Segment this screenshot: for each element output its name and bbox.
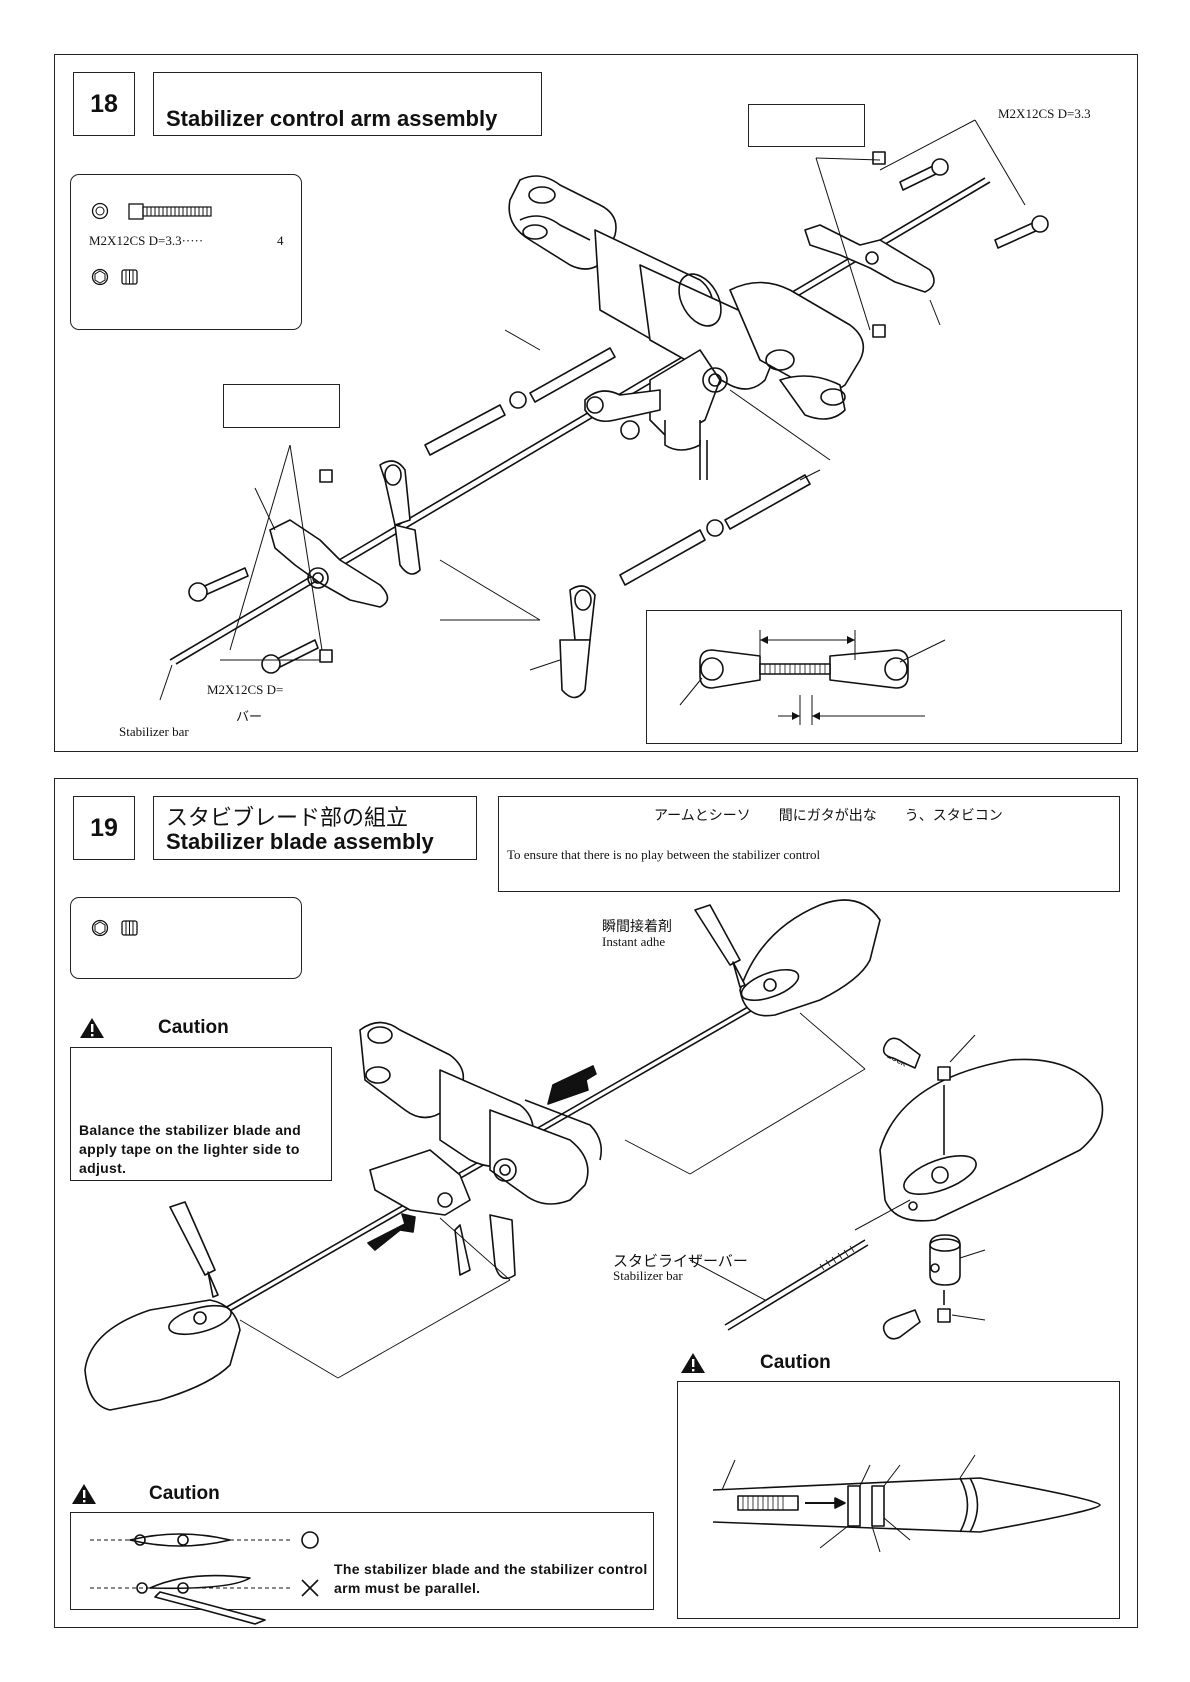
label-box-top <box>748 104 865 147</box>
glue-label-jp: 瞬間接着剤 <box>602 918 672 934</box>
warning-icon-3 <box>72 1484 96 1504</box>
callout-bar-jp: バー <box>236 709 263 724</box>
parts-screw-qty: 4 <box>277 233 284 248</box>
parallel-caution-box: The stabilizer blade and the stabilizer … <box>70 1512 654 1610</box>
caution-label-parallel: Caution <box>149 1483 220 1504</box>
section-19-title-box: スタビブレード部の組立 Stabilizer blade assembly <box>153 796 477 860</box>
parts-screw-label: M2X12CS D=3.3····· <box>89 233 204 248</box>
caution-label-shaft: Caution <box>760 1352 831 1373</box>
parts-box-19 <box>70 897 302 979</box>
section-18-title: Stabilizer control arm assembly <box>166 106 498 131</box>
balance-note: Balance the stabilizer blade and apply t… <box>79 1122 301 1176</box>
glue-label-en: Instant adhe <box>602 934 666 949</box>
step-number-19: 19 <box>73 796 135 860</box>
shaft-caution-box <box>677 1381 1120 1619</box>
callout-screw-bottom: M2X12CS D= <box>207 682 284 697</box>
callout-stabilizer-bar-18: Stabilizer bar <box>119 724 189 739</box>
parts-icons-18 <box>91 202 212 286</box>
step-number-18: 18 <box>73 72 135 136</box>
play-note-box: アームとシーソ 間にガタが出な う、スタビコン To ensure that t… <box>498 796 1120 892</box>
section-18-illustration <box>159 119 1049 725</box>
callout-screw-top-right: M2X12CS D=3.3 <box>998 106 1091 121</box>
caution-label-balance: Caution <box>158 1017 229 1038</box>
section-19-title-en: Stabilizer blade assembly <box>166 829 434 854</box>
play-note-en: To ensure that there is no play between … <box>507 847 821 862</box>
parallel-note: The stabilizer blade and the stabilizer … <box>334 1561 648 1596</box>
play-note-jp: アームとシーソ 間にガタが出な う、スタビコン <box>654 807 1003 823</box>
section-19-title-jp: スタビブレード部の組立 <box>166 805 409 830</box>
stabilizer-bar-en: Stabilizer bar <box>613 1268 683 1283</box>
set-screw-icons <box>91 919 138 937</box>
parts-box-18: M2X12CS D=3.3····· 4 <box>70 174 302 330</box>
warning-icon-2 <box>681 1353 705 1373</box>
warning-icon <box>80 1018 104 1038</box>
label-box-left <box>223 384 340 428</box>
section-18-title-box: Stabilizer control arm assembly <box>153 72 542 136</box>
balance-caution-box: Balance the stabilizer blade and apply t… <box>70 1047 332 1181</box>
